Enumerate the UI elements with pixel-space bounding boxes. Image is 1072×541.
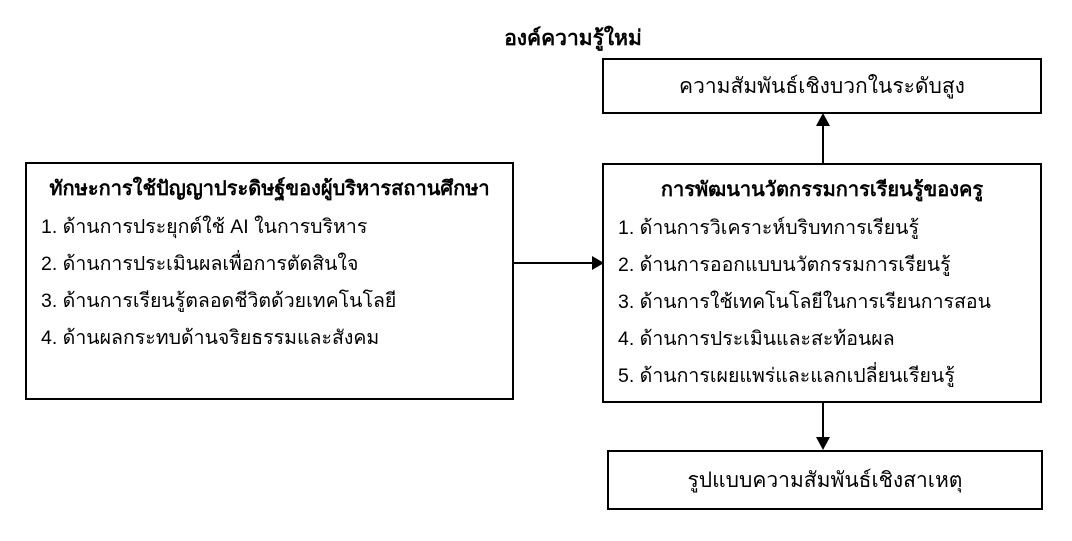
list-item: 1. ด้านการประยุกต์ใช้ AI ในการบริหาร: [41, 216, 368, 238]
arrow-left-to-right-line: [514, 262, 594, 264]
arrow-up-line: [822, 125, 824, 163]
admin-ai-skills-title: ทักษะการใช้ปัญญาประดิษฐ์ของผู้บริหารสถาน…: [49, 178, 490, 200]
arrow-down-icon: [816, 437, 830, 450]
outcome-box: ความสัมพันธ์เชิงบวกในระดับสูง: [602, 58, 1042, 114]
list-item: 4. ด้านการประเมินและสะท้อนผล: [618, 328, 895, 350]
teacher-innovation-box: การพัฒนานวัตกรรมการเรียนรู้ของครู 1. ด้า…: [602, 163, 1042, 403]
list-item: 1. ด้านการวิเคราะห์บริบทการเรียนรู้: [618, 217, 919, 239]
teacher-innovation-list: 1. ด้านการวิเคราะห์บริบทการเรียนรู้ 2. ด…: [616, 210, 1028, 395]
diagram-title: องค์ความรู้ใหม่: [504, 27, 642, 50]
teacher-innovation-title: การพัฒนานวัตกรรมการเรียนรู้ของครู: [660, 179, 984, 201]
arrow-right-icon: [592, 256, 604, 270]
arrow-down-line: [822, 403, 824, 439]
list-item: 5. ด้านการเผยแพร่และแลกเปลี่ยนเรียนรู้: [618, 365, 955, 387]
admin-ai-skills-box: ทักษะการใช้ปัญญาประดิษฐ์ของผู้บริหารสถาน…: [25, 162, 514, 400]
outcome-box-label: ความสัมพันธ์เชิงบวกในระดับสูง: [679, 74, 965, 98]
list-item: 4. ด้านผลกระทบด้านจริยธรรมและสังคม: [41, 327, 380, 349]
list-item: 3. ด้านการใช้เทคโนโลยีในการเรียนการสอน: [618, 291, 991, 313]
arrow-up-icon: [816, 113, 830, 126]
admin-ai-skills-list: 1. ด้านการประยุกต์ใช้ AI ในการบริหาร 2. …: [39, 209, 500, 357]
model-box: รูปแบบความสัมพันธ์เชิงสาเหตุ: [607, 450, 1043, 510]
list-item: 3. ด้านการเรียนรู้ตลอดชีวิตด้วยเทคโนโลยี: [41, 290, 397, 312]
model-box-label: รูปแบบความสัมพันธ์เชิงสาเหตุ: [687, 468, 963, 492]
list-item: 2. ด้านการประเมินผลเพื่อการตัดสินใจ: [41, 253, 359, 275]
list-item: 2. ด้านการออกแบบนวัตกรรมการเรียนรู้: [618, 254, 951, 276]
